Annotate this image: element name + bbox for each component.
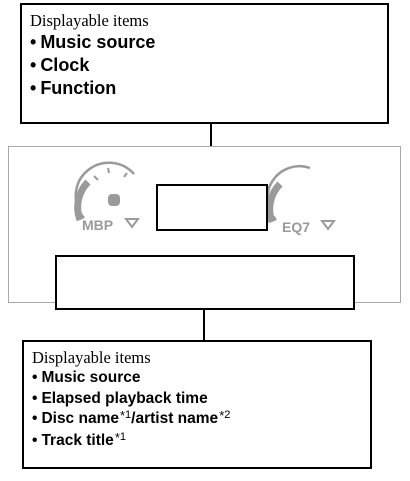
top-item-label: Music source bbox=[40, 32, 156, 52]
bottom-callout-list: Music source Elapsed playback time Disc … bbox=[32, 368, 362, 452]
mbp-dial-tick bbox=[107, 167, 110, 174]
footnote-number: 2 bbox=[224, 409, 231, 421]
bottom-item-label: Track title bbox=[41, 431, 114, 449]
bottom-item-disc-artist-name: Disc name*1/artist name*2 bbox=[32, 408, 362, 431]
bottom-item-music-source: Music source bbox=[32, 368, 362, 389]
bottom-callout-box: Displayable items Music source Elapsed p… bbox=[22, 340, 372, 469]
top-item-music-source: Music source bbox=[30, 31, 379, 54]
mbp-dial-tick bbox=[93, 175, 99, 181]
mbp-dial-thick-arc bbox=[74, 179, 91, 222]
eq-dial-icon: EQ7 bbox=[266, 165, 336, 235]
mbp-dial-label: MBP bbox=[82, 217, 113, 233]
footnote-number: 1 bbox=[125, 409, 132, 421]
footnote-number: 1 bbox=[119, 430, 126, 443]
bottom-item-label: Music source bbox=[41, 369, 141, 386]
top-callout-list: Music source Clock Function bbox=[30, 31, 379, 100]
upper-display-window bbox=[156, 184, 268, 231]
top-item-label: Clock bbox=[40, 55, 90, 75]
top-item-function: Function bbox=[30, 77, 379, 100]
bottom-item-label: Disc name bbox=[41, 410, 119, 427]
bottom-item-suffix: /artist name bbox=[131, 410, 219, 427]
mbp-dial-tick bbox=[123, 172, 128, 178]
top-callout-heading: Displayable items bbox=[30, 11, 149, 30]
mbp-dial-knob bbox=[108, 194, 120, 206]
top-item-label: Function bbox=[40, 78, 117, 98]
top-item-clock: Clock bbox=[30, 54, 379, 77]
bottom-item-elapsed-time: Elapsed playback time bbox=[32, 389, 362, 410]
mbp-down-triangle-icon bbox=[124, 218, 140, 229]
bottom-item-label: Elapsed playback time bbox=[41, 389, 208, 407]
mbp-dial-icon: MBP bbox=[74, 161, 140, 233]
eq-dial-thick-arc bbox=[266, 181, 283, 224]
footnote-marker: *1 bbox=[114, 429, 126, 445]
eq-dial-label: EQ7 bbox=[282, 219, 310, 235]
lower-display-window bbox=[55, 255, 355, 310]
top-callout-box: Displayable items Music source Clock Fun… bbox=[20, 3, 389, 124]
bottom-leader-line bbox=[203, 310, 205, 340]
footnote-marker: *2 bbox=[219, 408, 231, 423]
eq-down-triangle-icon bbox=[320, 220, 336, 231]
bottom-callout-heading: Displayable items bbox=[32, 348, 151, 367]
footnote-marker: *1 bbox=[119, 408, 132, 423]
bottom-item-track-title: Track title*1 bbox=[32, 429, 362, 453]
